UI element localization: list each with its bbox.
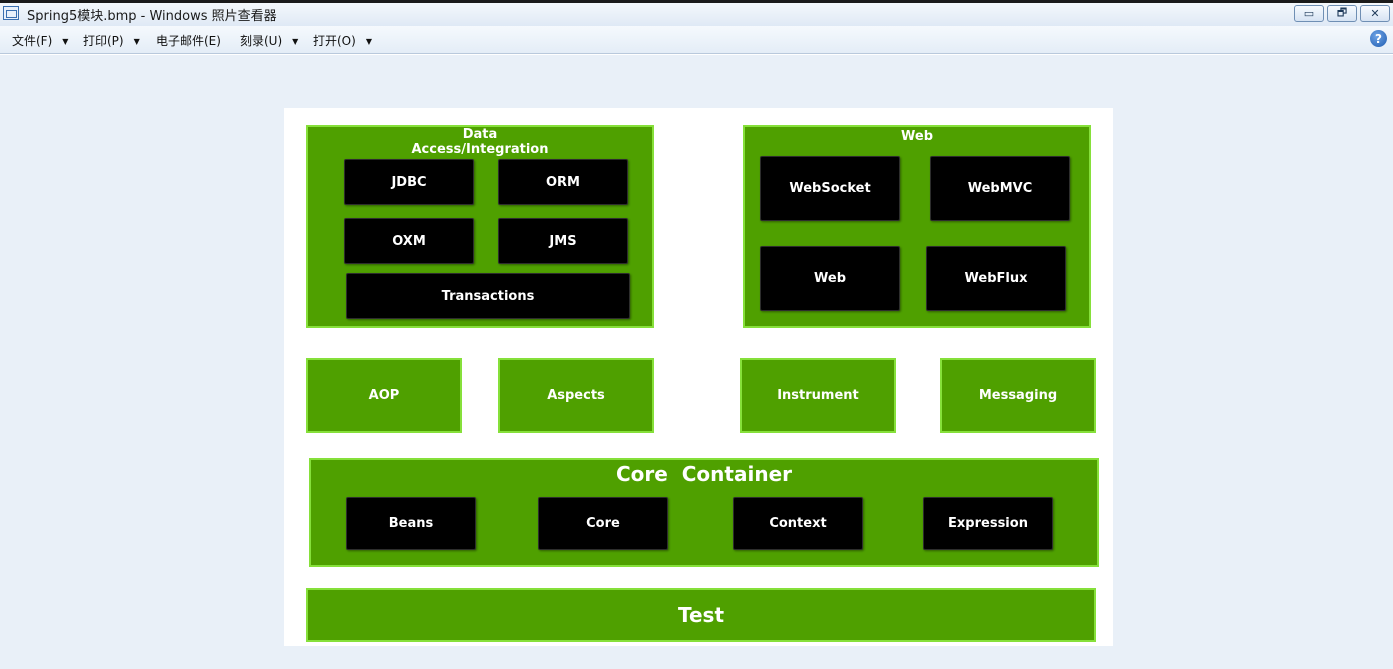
data-access-module: Data Access/Integration JDBC ORM OXM JMS… [306,125,654,328]
minimize-button[interactable]: ▭ [1294,5,1324,22]
menu-email-label: 电子邮件(E) [156,34,221,48]
menu-print[interactable]: 打印(P) ▼ [83,32,140,49]
chevron-down-icon: ▼ [365,37,372,46]
beans-box: Beans [346,497,476,550]
websocket-box: WebSocket [760,156,900,221]
menu-file[interactable]: 文件(F) ▼ [12,32,68,49]
menu-email[interactable]: 电子邮件(E) [156,32,221,49]
web-module: Web WebSocket WebMVC Web WebFlux [743,125,1091,328]
aspects-module: Aspects [498,358,654,433]
oxm-box: OXM [344,218,474,264]
minimize-icon: ▭ [1303,7,1315,20]
close-icon: ✕ [1370,7,1380,20]
core-container-module: Core Container Beans Core Context Expres… [309,458,1099,567]
data-access-title-line1: Data [462,127,498,142]
web-module-title: Web [901,129,933,144]
data-access-title-line2: Access/Integration [411,142,549,157]
orm-box: ORM [498,159,628,205]
restore-icon: 🗗 [1336,6,1348,19]
core-container-title-text: Core Container [615,462,792,486]
menu-bar: 文件(F) ▼ 打印(P) ▼ 电子邮件(E) 刻录(U) ▼ 打开(O) ▼ ? [0,26,1393,54]
menu-file-label: 文件(F) [12,34,53,48]
menu-print-label: 打印(P) [83,34,124,48]
webmvc-box: WebMVC [930,156,1070,221]
aop-module: AOP [306,358,462,433]
test-module: Test [306,588,1096,642]
web-box: Web [760,246,900,311]
core-container-title: Core Container [311,462,1097,486]
core-box: Core [538,497,668,550]
chevron-down-icon: ▼ [292,37,299,46]
menu-open-label: 打开(O) [313,34,356,48]
menu-burn[interactable]: 刻录(U) ▼ [240,32,298,49]
close-button[interactable]: ✕ [1360,5,1390,22]
displayed-image: Data Access/Integration JDBC ORM OXM JMS… [284,108,1113,646]
title-bar: Spring5模块.bmp - Windows 照片查看器 ▭ 🗗 ✕ [0,0,1393,26]
photo-viewer-icon [3,6,19,20]
chevron-down-icon: ▼ [133,37,140,46]
data-access-title: Data Access/Integration [308,127,652,157]
messaging-module: Messaging [940,358,1096,433]
webflux-box: WebFlux [926,246,1066,311]
menu-burn-label: 刻录(U) [240,34,283,48]
menu-open[interactable]: 打开(O) ▼ [313,32,372,49]
window-title: Spring5模块.bmp - Windows 照片查看器 [27,9,277,24]
help-icon[interactable]: ? [1370,30,1387,47]
chevron-down-icon: ▼ [62,37,69,46]
transactions-box: Transactions [346,273,630,319]
context-box: Context [733,497,863,550]
window-controls: ▭ 🗗 ✕ [1294,5,1390,22]
jms-box: JMS [498,218,628,264]
image-viewer-area[interactable]: Data Access/Integration JDBC ORM OXM JMS… [0,55,1393,669]
instrument-module: Instrument [740,358,896,433]
jdbc-box: JDBC [344,159,474,205]
expression-box: Expression [923,497,1053,550]
restore-button[interactable]: 🗗 [1327,5,1357,22]
